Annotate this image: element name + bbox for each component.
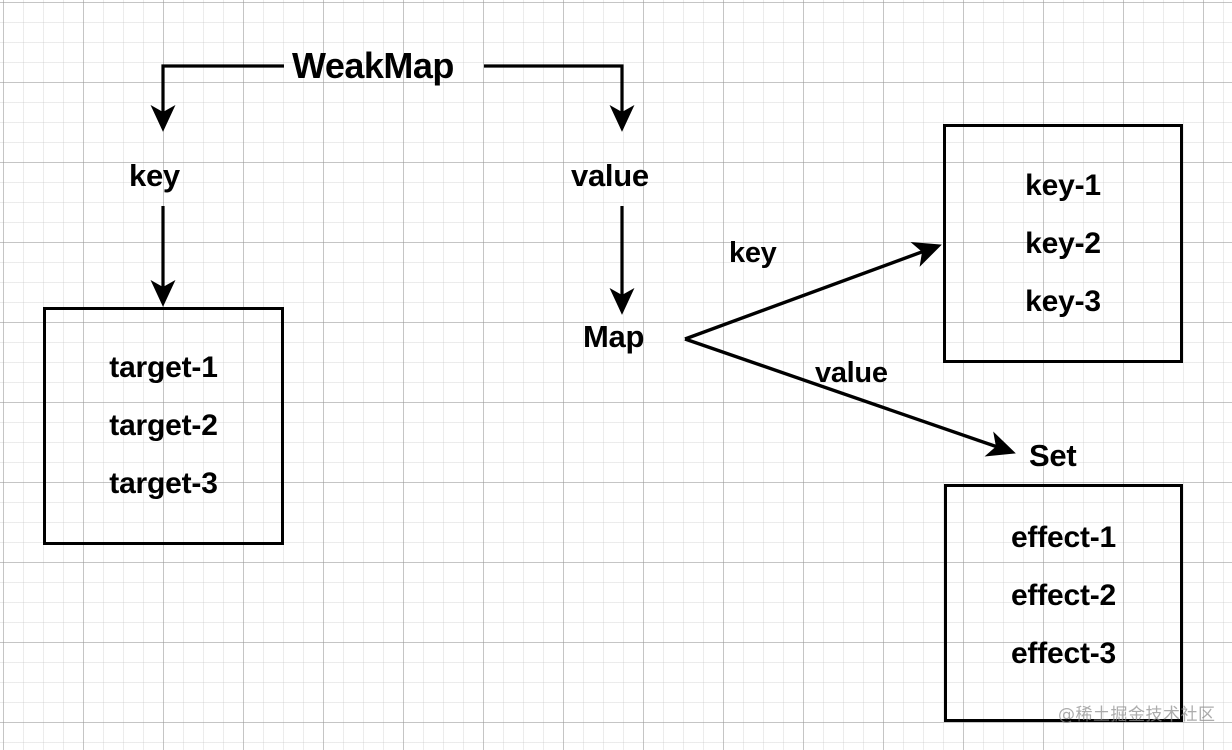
keys-box-item-3: key-3 xyxy=(1025,284,1101,318)
targets-box: target-1 target-2 target-3 xyxy=(43,307,284,545)
edge-weakmap-to-key xyxy=(150,64,284,132)
effects-box-item-3: effect-3 xyxy=(1010,637,1117,670)
keys-box-item-1: key-1 xyxy=(1025,168,1101,202)
targets-box-item-1: target-1 xyxy=(109,351,218,384)
node-label-map: Map xyxy=(583,319,645,354)
edge-label-key: key xyxy=(729,237,777,269)
effects-box-item-2: effect-2 xyxy=(1010,579,1117,612)
keys-box-item-2: key-2 xyxy=(1025,226,1101,260)
effects-box-item-1: effect-1 xyxy=(1010,521,1117,554)
targets-box-item-2: target-2 xyxy=(109,409,218,442)
node-label-key: key xyxy=(129,158,180,193)
effects-box: effect-1 effect-2 effect-3 xyxy=(944,484,1183,722)
watermark: @稀土掘金技术社区 xyxy=(1058,705,1216,725)
node-label-value: value xyxy=(571,158,649,193)
node-label-set: Set xyxy=(1029,438,1077,473)
targets-box-item-3: target-3 xyxy=(109,467,218,500)
weakmap-title: WeakMap xyxy=(292,45,454,86)
edge-map-to-keys xyxy=(684,242,942,341)
edge-label-value: value xyxy=(815,357,888,389)
edge-weakmap-to-value xyxy=(484,64,635,132)
keys-box: key-1 key-2 key-3 xyxy=(943,124,1183,363)
